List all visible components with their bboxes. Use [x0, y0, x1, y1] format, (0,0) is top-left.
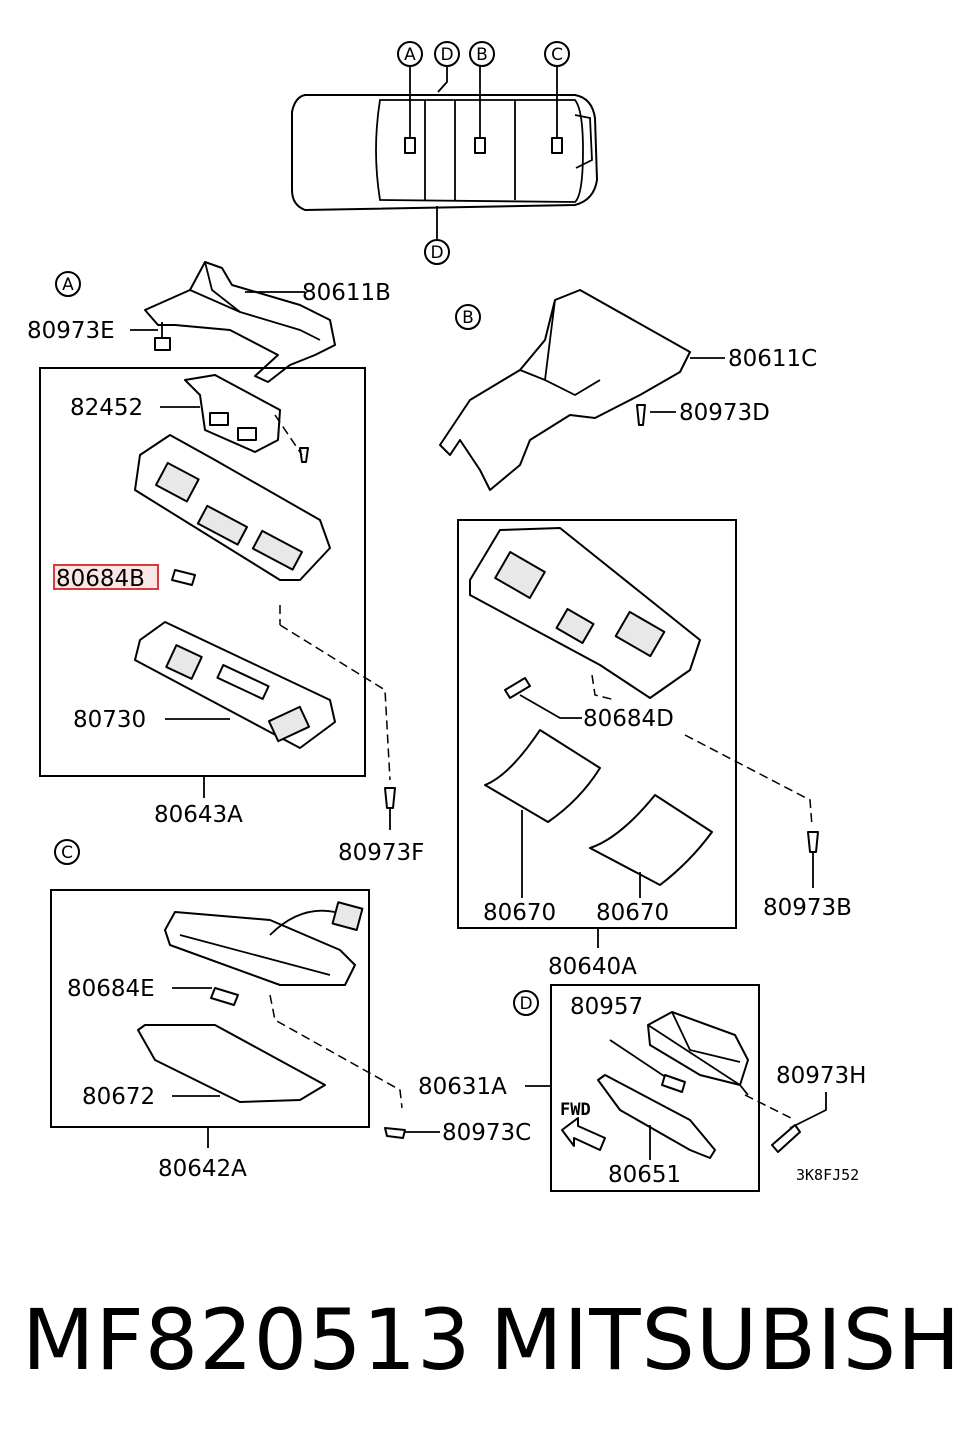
label-80611B: 80611B: [302, 280, 391, 306]
group-80631A-box: [550, 984, 760, 1192]
label-82452: 82452: [70, 395, 143, 421]
label-80973D: 80973D: [679, 400, 770, 426]
group-80642A-box: [50, 889, 370, 1128]
section-d: D 80631A 80957 80651 FWD 80973H 3K8FJ52: [418, 984, 866, 1192]
section-b-label: B: [462, 308, 474, 328]
label-80730: 80730: [73, 707, 146, 733]
label-80631A: 80631A: [418, 1074, 507, 1100]
section-d-label: D: [519, 994, 532, 1014]
label-80684D: 80684D: [583, 706, 674, 732]
section-a-label: A: [62, 275, 74, 295]
label-80684B: 80684B: [56, 566, 145, 592]
group-80643A-box: [39, 367, 366, 777]
part-number: MF820513: [22, 1291, 472, 1389]
callout-d-top: D: [440, 45, 453, 65]
section-c-label: C: [61, 843, 73, 863]
label-80973E: 80973E: [27, 318, 115, 344]
section-b: B 80611C 80973D 80684D 80670 80670 80640…: [439, 289, 852, 980]
label-80651: 80651: [608, 1162, 681, 1188]
label-80973H: 80973H: [776, 1063, 866, 1089]
highlight-80684B: [53, 564, 159, 590]
fwd-arrow-icon: [561, 1117, 606, 1151]
label-80672: 80672: [82, 1084, 155, 1110]
label-80957: 80957: [570, 994, 643, 1020]
section-c: C 80684E 80672 80642A 80973C: [50, 839, 531, 1182]
callout-d-bottom: D: [430, 243, 443, 263]
vehicle-overview: A D B C D: [291, 41, 598, 265]
label-80684E: 80684E: [67, 976, 155, 1002]
label-80973F: 80973F: [338, 840, 424, 866]
callout-c-top: C: [551, 45, 563, 65]
label-80611C: 80611C: [728, 346, 817, 372]
label-80643A: 80643A: [154, 802, 243, 828]
brand-name: MITSUBISHI: [490, 1291, 960, 1389]
parts-diagram: A D B C D A 80611B 80973E 82452: [27, 41, 866, 1192]
fwd-label: FWD: [560, 1100, 591, 1120]
group-80640A-box: [457, 519, 737, 929]
label-80640A: 80640A: [548, 954, 637, 980]
section-a: A 80611B 80973E 82452 80684B: [27, 261, 424, 866]
label-80973B: 80973B: [763, 895, 852, 921]
callout-b-top: B: [476, 45, 488, 65]
callout-a-top: A: [404, 45, 416, 65]
label-80642A: 80642A: [158, 1156, 247, 1182]
label-80973C: 80973C: [442, 1120, 531, 1146]
label-80670-right: 80670: [596, 900, 669, 926]
drawing-code: 3K8FJ52: [796, 1166, 859, 1184]
label-80670-left: 80670: [483, 900, 556, 926]
